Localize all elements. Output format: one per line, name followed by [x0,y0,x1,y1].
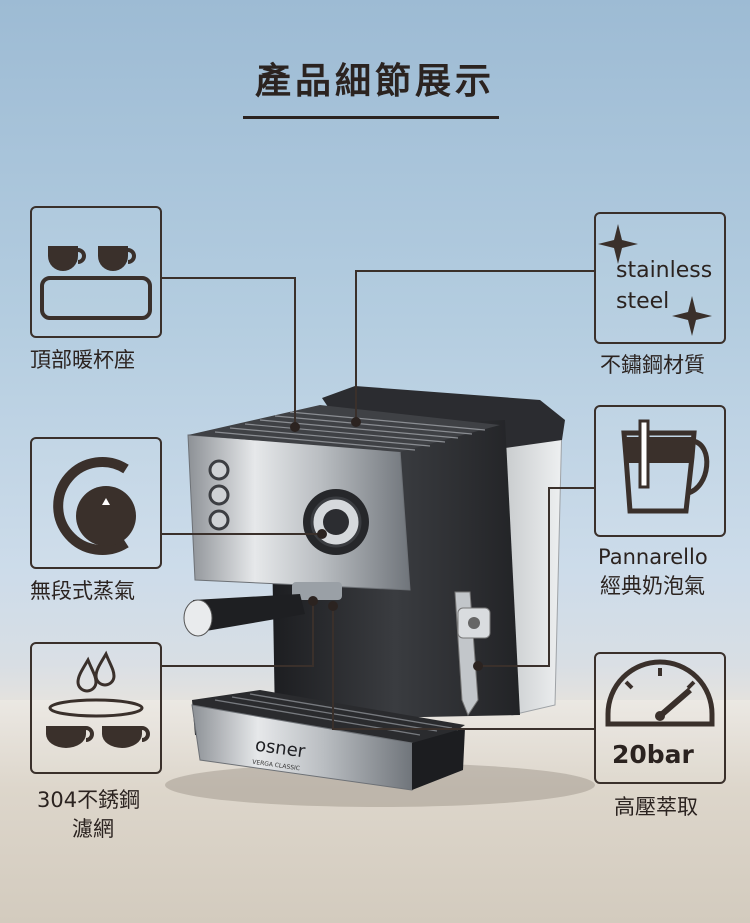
filter-label-2: 濾網 [72,817,114,841]
connector-steam [160,533,320,535]
cup-warmer-box [30,206,162,338]
marker-filter [308,596,318,606]
pannarello-label-2: 經典奶泡氣 [600,574,705,598]
marker-steam [317,529,327,539]
connector-pressure-v [332,605,334,730]
title-underline [243,116,499,119]
stainless-label: 不鏽鋼材質 [600,353,705,377]
pannarello-label-1: Pannarello [598,545,708,569]
connector-stainless [355,270,595,272]
connector-pannarello-v [548,487,550,667]
stainless-box [594,212,726,344]
steam-knob-icon [53,457,136,555]
stainless-icon-text-2: steel [616,289,670,314]
connector-stainless-v [355,270,357,422]
pressure-label: 高壓萃取 [614,795,698,819]
filter-label-1: 304不銹鋼 [37,788,141,812]
cup-warmer-label: 頂部暖杯座 [30,348,135,372]
milk-pitcher-icon [621,419,710,514]
connector-filter [160,665,313,667]
connector-pannarello-h2 [478,665,550,667]
marker-stainless [351,417,361,427]
connector-cup-warmer-v [294,277,296,427]
marker-cup-warmer [290,422,300,432]
connector-pannarello [548,487,594,489]
connector-cup-warmer [160,277,295,279]
page-title: 產品細節展示 [254,61,495,102]
marker-pannarello [473,661,483,671]
connector-pressure [332,728,594,730]
sparkle-icon [598,224,712,336]
filter-drops-icon [46,650,150,748]
steam-box [30,437,162,569]
pressure-gauge-icon [605,659,715,727]
pannarello-box [594,405,726,537]
connector-filter-v [312,600,314,667]
cup-warmer-icon [40,246,152,320]
marker-pressure [328,601,338,611]
steam-label: 無段式蒸氣 [30,579,135,603]
pressure-box [594,652,726,784]
pressure-value: 20bar [612,740,694,769]
filter-box [30,642,162,774]
stainless-icon-text-1: stainless [616,258,713,283]
